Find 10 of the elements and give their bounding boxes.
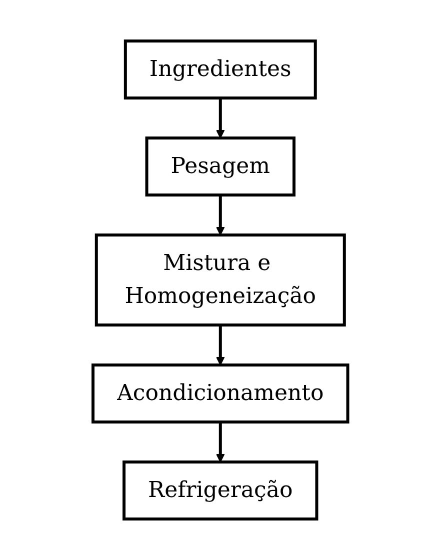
arrow (216, 422, 225, 462)
arrow (216, 195, 225, 236)
node-box (145, 136, 296, 196)
flowchart: Ingredientes Pesagem Mistura e Homogeneização Acondicionamento Refrigeração (85, 0, 356, 560)
node-box (95, 234, 346, 326)
arrow (216, 98, 225, 138)
node-box (124, 40, 317, 100)
node-box (122, 460, 318, 520)
node-box (92, 364, 350, 424)
arrow (216, 325, 225, 366)
